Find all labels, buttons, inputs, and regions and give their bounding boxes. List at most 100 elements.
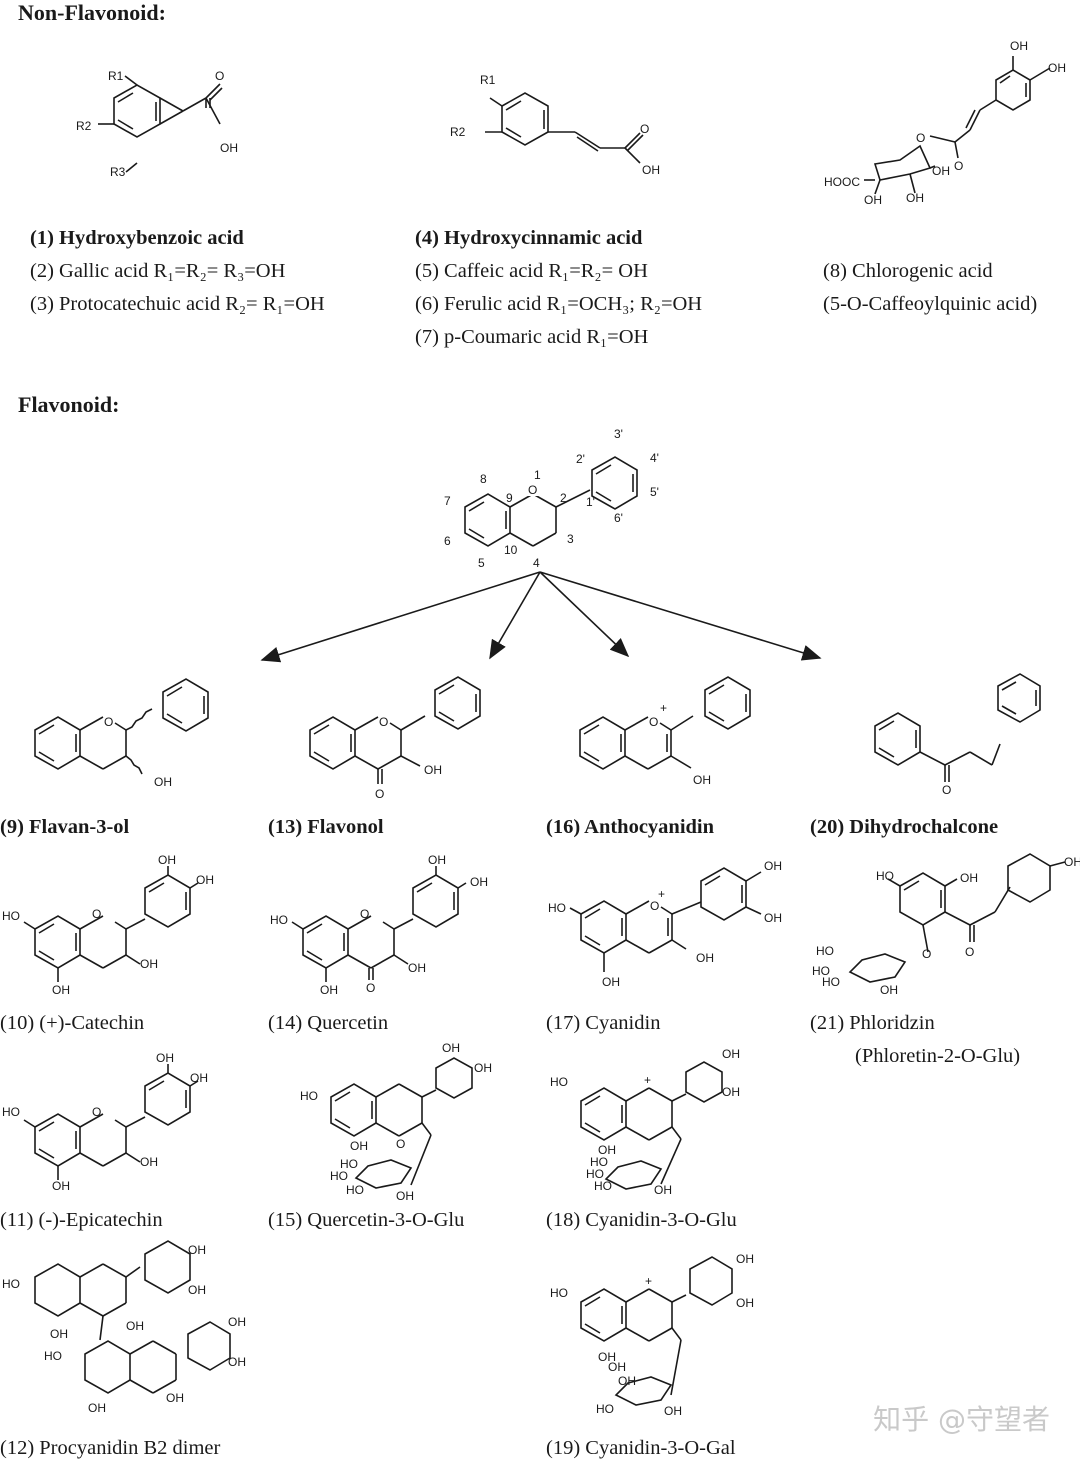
flavonoid-header: Flavonoid: [18,392,120,417]
watermark: 知乎 @守望者 [873,1403,1050,1436]
svg-text:OH: OH [608,1360,626,1374]
svg-text:+: + [658,887,665,901]
flavonol-structure: O O OH [309,676,481,801]
svg-text:OH: OH [424,763,442,777]
svg-text:HO: HO [812,964,830,978]
svg-text:HO: HO [550,1286,568,1300]
svg-text:6: 6 [444,534,451,548]
caption-17: (17) Cyanidin [546,1012,661,1034]
caption-12: (12) Procyanidin B2 dimer [0,1437,221,1459]
svg-text:OH: OH [126,1319,144,1333]
svg-text:OH: OH [196,873,214,887]
svg-text:OH: OH [442,1041,460,1055]
svg-text:OH: OH [642,163,660,177]
svg-text:OH: OH [350,1139,368,1153]
svg-text:O: O [650,899,659,913]
caption-14: (14) Quercetin [268,1012,389,1034]
derivation-arrows [260,571,822,663]
svg-text:OH: OH [188,1283,206,1297]
svg-text:OH: OH [598,1350,616,1364]
svg-text:HO: HO [2,1277,20,1291]
svg-text:O: O [916,131,925,145]
quercetin-3-o-glu-structure: HO OH O OH OH HO HO HO OH [300,1041,492,1203]
catechin-structure: O HO OH OH OH OH [2,853,214,997]
svg-text:HO: HO [594,1179,612,1193]
svg-text:OH: OH [166,1391,184,1405]
svg-text:HO: HO [300,1089,318,1103]
caption-6: (6) Ferulic acid R₁=OCH₃; R₂=OH [415,293,703,315]
caption-1: (1) Hydroxybenzoic acid [30,227,244,249]
svg-text:OH: OH [428,853,446,867]
caption-16: (16) Anthocyanidin [546,816,715,838]
caption-21-alt: (Phloretin-2-O-Glu) [855,1045,1021,1067]
svg-text:O: O [965,945,974,959]
svg-text:OH: OH [1010,39,1028,53]
svg-text:O: O [92,907,101,921]
phloridzin-structure: HO OH O O OH HO HO HO OH [812,853,1080,997]
svg-text:OH: OH [764,859,782,873]
svg-text:OH: OH [693,773,711,787]
svg-text:OH: OH [408,961,426,975]
hydroxybenzoic-acid-structure: O OH R1 R2 R3 [76,69,238,179]
non-flavonoid-header: Non-Flavonoid: [18,0,166,25]
svg-text:3: 3 [567,532,574,546]
caption-3: (3) Protocatechuic acid R₂= R₁=OH [30,293,325,315]
svg-text:HOOC: HOOC [824,175,860,189]
svg-text:1: 1 [534,468,541,482]
cyanidin-3-o-glu-structure: HO + OH OH OH HO HO HO OH [550,1047,740,1197]
caption-20: (20) Dihydrochalcone [810,816,999,838]
svg-text:HO: HO [548,901,566,915]
svg-text:OH: OH [1064,855,1080,869]
svg-text:4': 4' [650,451,659,465]
cyanidin-3-o-gal-structure: HO + OH OH OH OH OH HO OH [550,1252,754,1418]
svg-text:R2: R2 [450,125,466,139]
svg-text:R2: R2 [76,119,92,133]
svg-text:8: 8 [480,472,487,486]
svg-text:HO: HO [330,1169,348,1183]
svg-text:2: 2 [560,491,567,505]
svg-text:OH: OH [764,911,782,925]
svg-text:HO: HO [590,1155,608,1169]
caption-8-alt: (5-O-Caffeoylquinic acid) [823,293,1038,315]
svg-text:OH: OH [864,193,882,207]
svg-text:+: + [660,701,667,715]
caption-5: (5) Caffeic acid R₁=R₂= OH [415,260,648,282]
svg-text:OH: OH [736,1252,754,1266]
caption-18: (18) Cyanidin-3-O-Glu [546,1209,737,1231]
svg-text:HO: HO [596,1402,614,1416]
svg-text:6': 6' [614,511,623,525]
svg-text:OH: OH [228,1355,246,1369]
svg-text:HO: HO [2,909,20,923]
svg-text:OH: OH [396,1189,414,1203]
cyanidin-structure: O + HO OH OH OH OH [548,859,782,989]
svg-text:O: O [954,159,963,173]
svg-text:OH: OH [156,1051,174,1065]
svg-text:4: 4 [533,556,540,570]
svg-text:HO: HO [822,975,840,989]
svg-text:OH: OH [722,1047,740,1061]
svg-text:2': 2' [576,452,585,466]
svg-text:+: + [645,1274,652,1288]
svg-text:OH: OH [50,1327,68,1341]
svg-text:OH: OH [158,853,176,867]
svg-text:OH: OH [88,1401,106,1415]
svg-text:OH: OH [960,871,978,885]
flavan-core-structure: O 1 2 3 4 5 6 7 8 9 10 1' 2' 3' 4' 5' 6' [444,427,659,570]
svg-text:OH: OH [188,1243,206,1257]
caption-10: (10) (+)-Catechin [0,1012,145,1034]
anthocyanidin-structure: O + OH [579,676,751,787]
svg-text:OH: OH [654,1183,672,1197]
svg-text:OH: OH [320,983,338,997]
svg-text:OH: OH [140,957,158,971]
caption-11: (11) (-)-Epicatechin [0,1209,163,1231]
svg-text:O: O [360,907,369,921]
epicatechin-structure: O HO OH OH OH OH [2,1051,208,1193]
svg-text:OH: OH [602,975,620,989]
svg-text:1': 1' [586,495,595,509]
caption-21: (21) Phloridzin [810,1012,935,1034]
svg-text:OH: OH [598,1143,616,1157]
svg-text:O: O [528,483,537,497]
svg-text:HO: HO [586,1167,604,1181]
svg-text:O: O [104,715,113,729]
